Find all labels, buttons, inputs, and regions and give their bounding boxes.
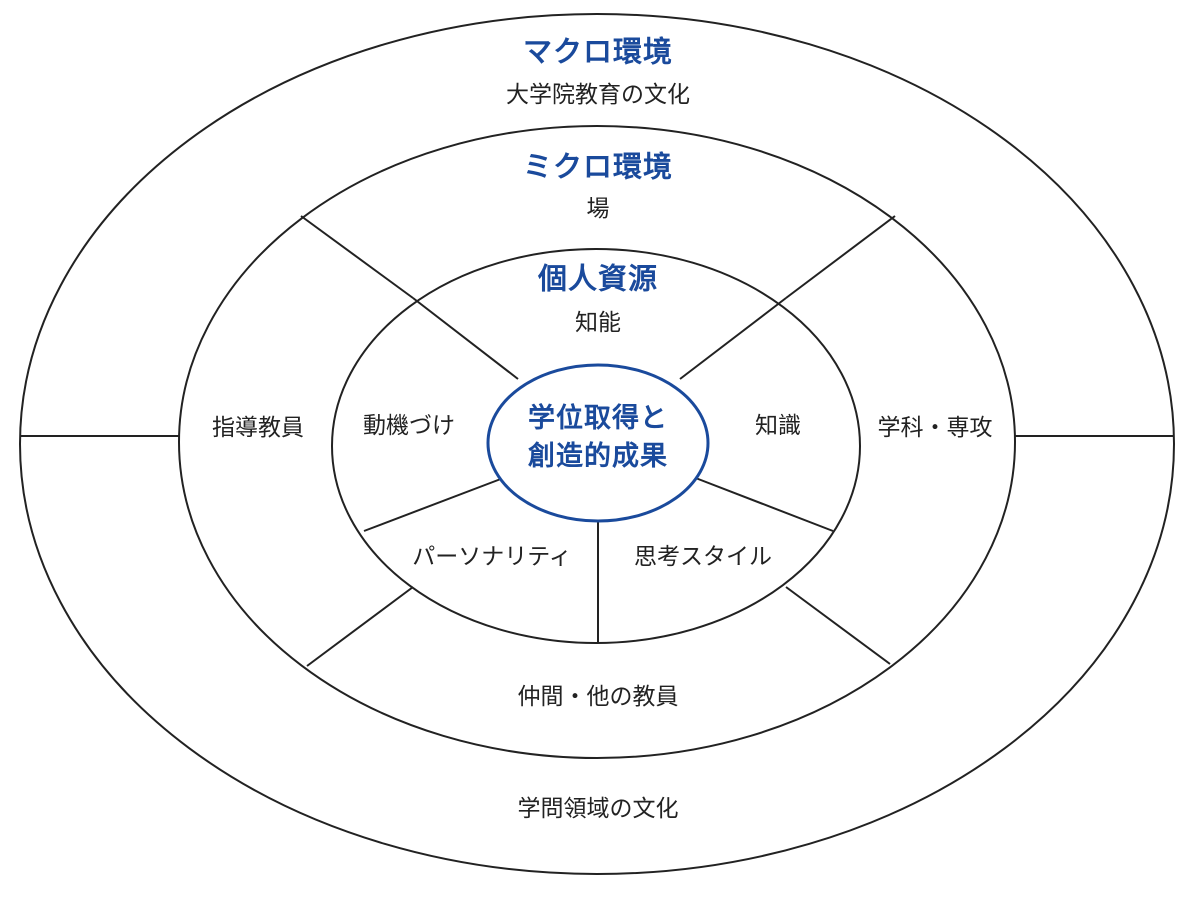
spoke-upper-right [785, 215, 896, 299]
inner-spoke-lower-left [363, 476, 507, 532]
individual-heading: 個人資源 [537, 261, 659, 296]
inner-spoke-lower-right [692, 476, 834, 532]
micro-heading: ミクロ環境 [522, 149, 674, 184]
micro-ellipse [178, 125, 1016, 759]
individual-ellipse [331, 248, 861, 644]
micro-right-label: 学科・専攻 [877, 415, 993, 442]
macro-bottom-label: 学問領域の文化 [517, 796, 679, 823]
micro-left-label: 指導教員 [212, 415, 304, 442]
individual-right-label: 知識 [755, 413, 801, 440]
micro-bottom-label: 仲間・他の教員 [517, 684, 679, 711]
individual-top-label: 知能 [575, 310, 621, 337]
center-ellipse [486, 363, 710, 523]
center-line-1: 学位取得と [528, 403, 668, 434]
inner-spoke-upper-right [679, 297, 787, 380]
individual-bottom-right-label: 思考スタイル [634, 544, 772, 571]
individual-bottom-left-label: パーソナリティ [412, 544, 572, 571]
inner-spoke-upper-left [412, 297, 519, 380]
macro-heading: マクロ環境 [522, 34, 674, 69]
spoke-upper-left [300, 215, 414, 299]
spoke-lower-left [306, 586, 414, 667]
macro-ellipse [19, 13, 1175, 875]
individual-left-label: 動機づけ [363, 413, 455, 440]
macro-top-label: 大学院教育の文化 [506, 82, 690, 109]
micro-top-label: 場 [586, 196, 610, 223]
center-line-2: 創造的成果 [528, 441, 668, 472]
center-outcome: 学位取得と 創造的成果 [528, 400, 668, 476]
spoke-lower-right [785, 586, 891, 665]
